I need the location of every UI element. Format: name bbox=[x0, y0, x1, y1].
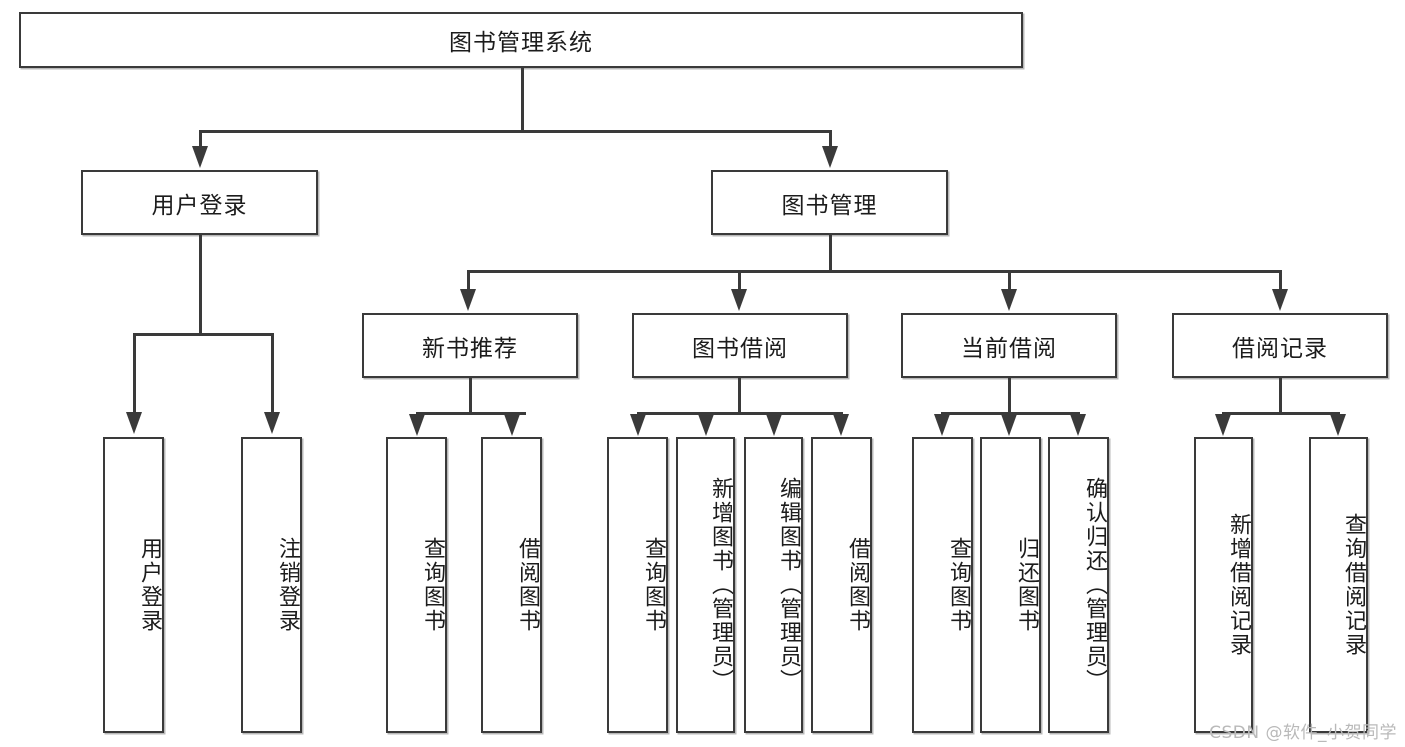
connector-to-book-manage bbox=[829, 130, 832, 154]
connector-current-borrow-stem bbox=[1008, 378, 1011, 414]
arrow-to-user-login bbox=[192, 146, 208, 168]
node-label: 借阅记录 bbox=[1232, 335, 1328, 362]
node-root-system[interactable]: 图书管理系统 bbox=[19, 12, 1023, 68]
arrow-leaf-add-record bbox=[1215, 414, 1231, 436]
leaf-add-borrow-record[interactable]: 新增借阅记录 bbox=[1194, 437, 1253, 733]
connector-to-current-borrow bbox=[1008, 270, 1011, 294]
node-label: 借阅图书 bbox=[515, 537, 540, 633]
connector-to-user-login bbox=[199, 130, 202, 154]
node-label: 归还图书 bbox=[1014, 537, 1039, 633]
leaf-query-book-recommend[interactable]: 查询图书 bbox=[386, 437, 447, 733]
arrow-leaf-logout bbox=[264, 412, 280, 434]
node-borrow-record[interactable]: 借阅记录 bbox=[1172, 313, 1388, 378]
connector-root-stem bbox=[521, 68, 524, 132]
leaf-logout[interactable]: 注销登录 bbox=[241, 437, 302, 733]
connector-book-manage-stem bbox=[829, 235, 832, 272]
connector-borrow-record-stem bbox=[1279, 378, 1282, 414]
connector-user-login-bus bbox=[133, 333, 273, 336]
leaf-add-book-admin[interactable]: 新增图书（管理员） bbox=[676, 437, 735, 733]
leaf-query-borrow-record[interactable]: 查询借阅记录 bbox=[1309, 437, 1368, 733]
node-label: 注销登录 bbox=[275, 537, 300, 633]
node-user-login[interactable]: 用户登录 bbox=[81, 170, 318, 235]
arrow-to-new-book bbox=[460, 289, 476, 311]
connector-to-book-borrow bbox=[738, 270, 741, 294]
node-label: 新增图书（管理员） bbox=[708, 477, 733, 693]
connector-new-book-stem bbox=[469, 378, 472, 414]
node-label: 当前借阅 bbox=[961, 335, 1057, 362]
connector-to-borrow-record bbox=[1279, 270, 1282, 294]
leaf-return-book[interactable]: 归还图书 bbox=[980, 437, 1041, 733]
node-label: 图书管理系统 bbox=[449, 30, 593, 56]
node-new-book-recommend[interactable]: 新书推荐 bbox=[362, 313, 578, 378]
leaf-edit-book-admin[interactable]: 编辑图书（管理员） bbox=[744, 437, 803, 733]
node-label: 查询图书 bbox=[420, 537, 445, 633]
connector-book-borrow-bus bbox=[637, 412, 842, 415]
leaf-query-book-borrow[interactable]: 查询图书 bbox=[607, 437, 668, 733]
node-label: 图书管理 bbox=[781, 192, 878, 219]
arrow-to-book-manage bbox=[822, 146, 838, 168]
node-book-manage[interactable]: 图书管理 bbox=[711, 170, 948, 235]
node-label: 新增借阅记录 bbox=[1226, 513, 1251, 657]
arrow-leaf-query-book-1 bbox=[409, 414, 425, 436]
node-label: 查询图书 bbox=[946, 537, 971, 633]
connector-user-login-drop-2 bbox=[271, 333, 274, 415]
arrow-leaf-query-book-2 bbox=[630, 414, 646, 436]
connector-level2-bus bbox=[467, 270, 1279, 273]
node-label: 用户登录 bbox=[151, 192, 248, 219]
node-label: 查询借阅记录 bbox=[1341, 513, 1366, 657]
arrow-leaf-query-record bbox=[1330, 414, 1346, 436]
arrow-leaf-confirm-return bbox=[1070, 414, 1086, 436]
node-label: 用户登录 bbox=[137, 537, 162, 633]
arrow-leaf-edit-book bbox=[766, 414, 782, 436]
leaf-borrow-book-recommend[interactable]: 借阅图书 bbox=[481, 437, 542, 733]
arrow-leaf-return-book bbox=[1001, 414, 1017, 436]
arrow-leaf-query-book-3 bbox=[934, 414, 950, 436]
arrow-to-book-borrow bbox=[731, 289, 747, 311]
arrow-leaf-borrow-book-2 bbox=[833, 414, 849, 436]
connector-borrow-record-bus bbox=[1222, 412, 1338, 415]
node-label: 借阅图书 bbox=[845, 537, 870, 633]
arrow-leaf-user-login bbox=[126, 412, 142, 434]
node-label: 查询图书 bbox=[641, 537, 666, 633]
connector-level1-bus bbox=[199, 130, 832, 133]
connector-book-borrow-stem bbox=[738, 378, 741, 414]
leaf-query-book-current[interactable]: 查询图书 bbox=[912, 437, 973, 733]
arrow-to-borrow-record bbox=[1272, 289, 1288, 311]
node-label: 编辑图书（管理员） bbox=[776, 477, 801, 693]
node-label: 确认归还（管理员） bbox=[1082, 477, 1107, 693]
leaf-borrow-book[interactable]: 借阅图书 bbox=[811, 437, 872, 733]
arrow-leaf-add-book bbox=[698, 414, 714, 436]
node-label: 新书推荐 bbox=[422, 335, 518, 362]
leaf-user-login[interactable]: 用户登录 bbox=[103, 437, 164, 733]
connector-user-login-stem bbox=[199, 235, 202, 335]
node-book-borrow[interactable]: 图书借阅 bbox=[632, 313, 848, 378]
connector-new-book-bus bbox=[416, 412, 526, 415]
node-current-borrow[interactable]: 当前借阅 bbox=[901, 313, 1117, 378]
connector-to-new-book bbox=[467, 270, 470, 294]
arrow-to-current-borrow bbox=[1001, 289, 1017, 311]
node-label: 图书借阅 bbox=[692, 335, 788, 362]
arrow-leaf-borrow-book-1 bbox=[504, 414, 520, 436]
connector-user-login-drop-1 bbox=[133, 333, 136, 415]
leaf-confirm-return-admin[interactable]: 确认归还（管理员） bbox=[1048, 437, 1109, 733]
